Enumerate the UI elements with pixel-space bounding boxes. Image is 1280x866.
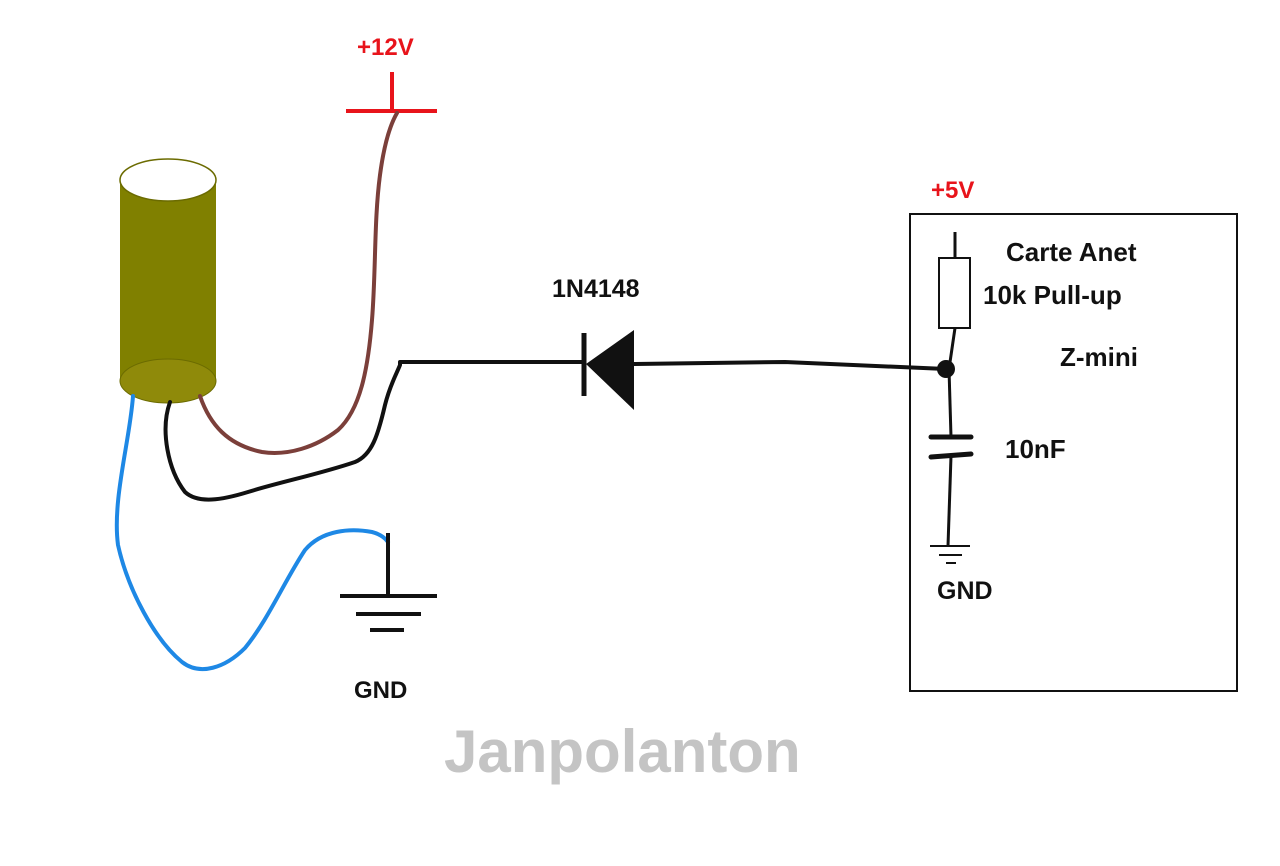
label-12v: +12V: [357, 34, 414, 61]
label-5v: +5V: [931, 177, 975, 204]
watermark-author: Janpolanton: [444, 718, 801, 785]
wire-black: [163, 360, 584, 502]
pullup-resistor: [938, 232, 971, 370]
junction-node: [937, 360, 955, 378]
diode-1n4148: [581, 330, 634, 410]
label-zmini: Z-mini: [1060, 342, 1138, 372]
label-gnd-left: GND: [354, 677, 408, 704]
label-board-name: Carte Anet: [1006, 237, 1137, 267]
label-gnd-right: GND: [937, 577, 993, 605]
capacitor-10nf: [928, 368, 974, 547]
wire-blue: [114, 394, 390, 672]
label-capacitor: 10nF: [1005, 434, 1066, 464]
sensor-top-cap: [119, 158, 217, 202]
ground-symbol-right: [930, 545, 970, 564]
wire-signal: [632, 359, 948, 371]
label-diode: 1N4148: [552, 275, 640, 303]
label-pullup: 10k Pull-up: [983, 280, 1122, 310]
anet-board-outline: [909, 213, 1238, 692]
supply-12v-symbol: [346, 72, 437, 113]
sensor-body: [120, 180, 216, 381]
inductive-sensor: [119, 158, 217, 404]
wire-brown: [198, 111, 399, 455]
ground-symbol-left: [340, 533, 437, 632]
